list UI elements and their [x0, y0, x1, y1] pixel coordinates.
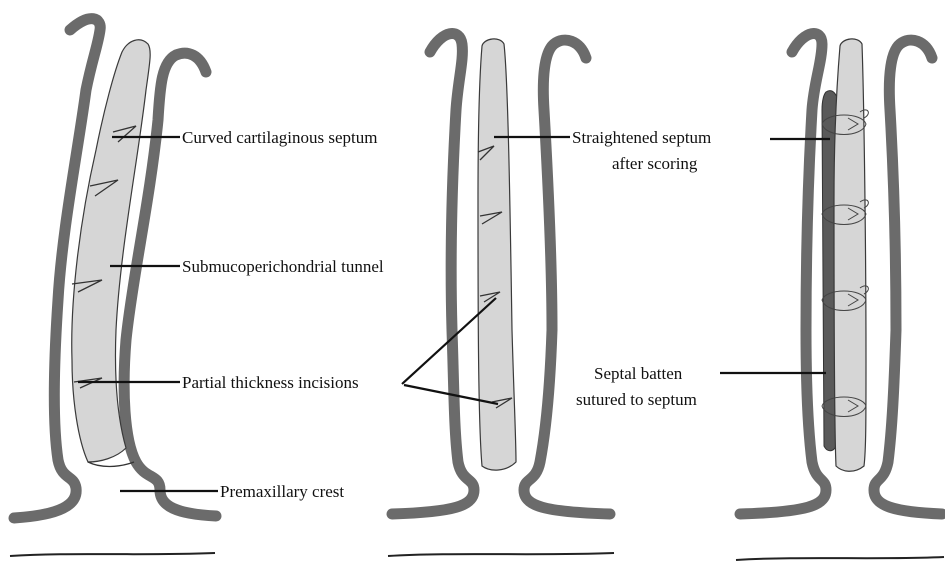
right-mucosa-panel2 [524, 40, 610, 514]
panel-straightened-septum [388, 34, 614, 556]
label-tunnel: Submucoperichondrial tunnel [182, 257, 384, 276]
baseline-panel1 [10, 553, 215, 556]
septum-cartilage-panel3 [834, 39, 866, 471]
label-incisions: Partial thickness incisions [182, 373, 359, 392]
left-mucosa-panel2 [392, 34, 474, 514]
straightened-cartilage [478, 39, 516, 470]
crest-edge-panel1 [88, 462, 134, 467]
label-crest: Premaxillary crest [220, 482, 344, 501]
baseline-panel3 [736, 557, 944, 560]
label-batten-1: Septal batten [594, 364, 683, 383]
label-straightened-1: Straightened septum [572, 128, 711, 147]
left-mucosa-panel3 [740, 34, 826, 514]
panel-curved-septum [10, 19, 216, 556]
label-curved-septum: Curved cartilaginous septum [182, 128, 377, 147]
panel-septal-batten [736, 34, 944, 560]
label-straightened-2: after scoring [612, 154, 698, 173]
label-batten-2: sutured to septum [576, 390, 697, 409]
baseline-panel2 [388, 553, 614, 556]
right-mucosa-panel3 [874, 40, 942, 514]
